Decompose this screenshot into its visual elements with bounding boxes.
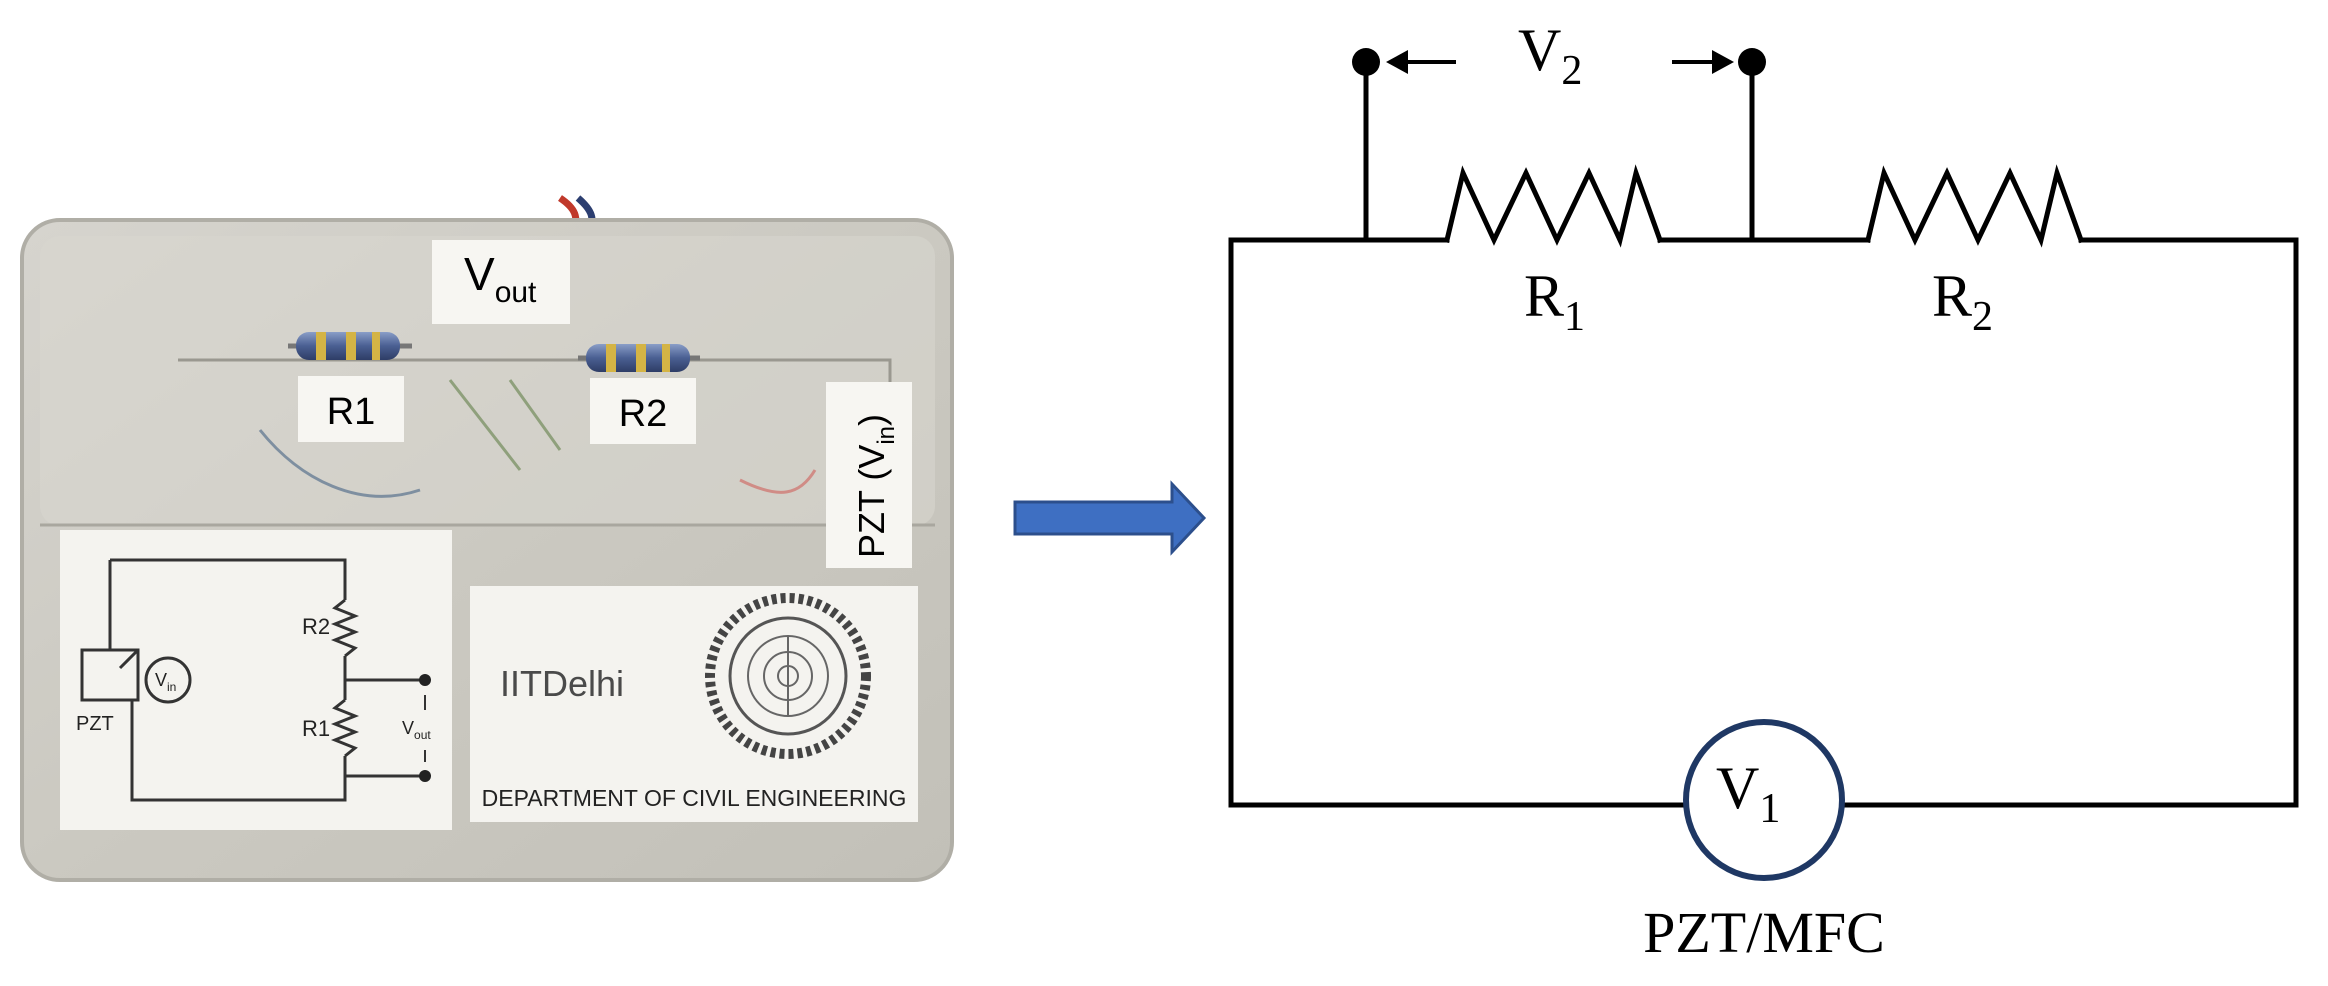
voltage-source-v1: [1683, 719, 1845, 881]
pzt-vin-tag-sub: in: [873, 426, 900, 445]
resistor-r1-symbol: [1443, 164, 1664, 248]
svg-text:Vout: Vout: [464, 248, 537, 309]
vout-tag-sub: out: [495, 276, 537, 309]
r2-physical-resistor: [578, 344, 700, 372]
svg-text:R1: R1: [1524, 263, 1585, 340]
v2-arrow-left: [1386, 50, 1456, 74]
svg-text:Vin: Vin: [155, 670, 176, 694]
r2-tag-text: R2: [619, 393, 668, 435]
r1-label-sub: 1: [1564, 294, 1585, 340]
inset-vout-label: V: [402, 718, 414, 738]
v1-label: V: [1716, 755, 1759, 821]
inset-vin-label: V: [155, 670, 167, 690]
svg-text:V2: V2: [1518, 17, 1582, 94]
r2-label-sub: 2: [1972, 294, 1993, 340]
r1-tag: [298, 376, 404, 442]
pzt-vin-tag-text: PZT (V: [851, 445, 892, 558]
inset-circuit-sticker: R2 R1 PZT Vin Vout: [60, 530, 452, 830]
probe-right-terminal: [1738, 48, 1766, 76]
r2-label: R: [1932, 263, 1972, 329]
inset-r2-symbol: [330, 598, 360, 658]
transform-arrow: [1013, 480, 1207, 556]
vout-tag-text: V: [464, 248, 495, 300]
v2-label: V: [1518, 17, 1561, 83]
schematic-diagram: [1228, 59, 2299, 808]
svg-text:R2: R2: [1932, 263, 1993, 340]
inset-vin-circle: [144, 656, 192, 704]
v1-label-sub: 1: [1759, 786, 1780, 832]
v2-arrow-right: [1672, 50, 1734, 74]
svg-text:PZT (Vin): PZT (Vin): [851, 414, 900, 558]
r2-tag: [590, 378, 696, 444]
inset-r2-label: R2: [302, 614, 330, 639]
iitd-text: IITDelhi: [500, 663, 624, 704]
v2-label-sub: 2: [1561, 48, 1582, 94]
dept-text: DEPARTMENT OF CIVIL ENGINEERING: [482, 785, 907, 811]
probe-left-terminal: [1352, 48, 1380, 76]
inset-vin-sub: in: [167, 680, 176, 694]
source-caption: PZT/MFC: [1643, 900, 1885, 965]
svg-text:Vout: Vout: [402, 718, 431, 742]
inset-vout-sub: out: [414, 728, 431, 742]
r1-physical-resistor: [288, 332, 412, 360]
inset-r1-symbol: [330, 698, 360, 758]
box-inner-panel: [40, 236, 935, 526]
iitd-logo-seal: [705, 593, 871, 759]
r1-tag-text: R1: [327, 391, 376, 433]
vout-tag: [432, 240, 570, 324]
pzt-vin-tag: [826, 382, 912, 568]
iitd-sticker: IITDelhi DEPARTMENT OF CIVIL ENGINEERING: [470, 586, 918, 822]
inset-r1-label: R1: [302, 716, 330, 741]
r1-label: R: [1524, 263, 1564, 329]
inset-pzt-square: [80, 648, 140, 702]
prototype-photo: Vout R1 R2 PZT (Vin): [20, 195, 954, 882]
svg-text:V1: V1: [1716, 755, 1780, 832]
pzt-vin-tag-close: ): [851, 414, 892, 426]
resistor-r2-symbol: [1864, 164, 2085, 248]
inset-pzt-label: PZT: [76, 713, 114, 735]
